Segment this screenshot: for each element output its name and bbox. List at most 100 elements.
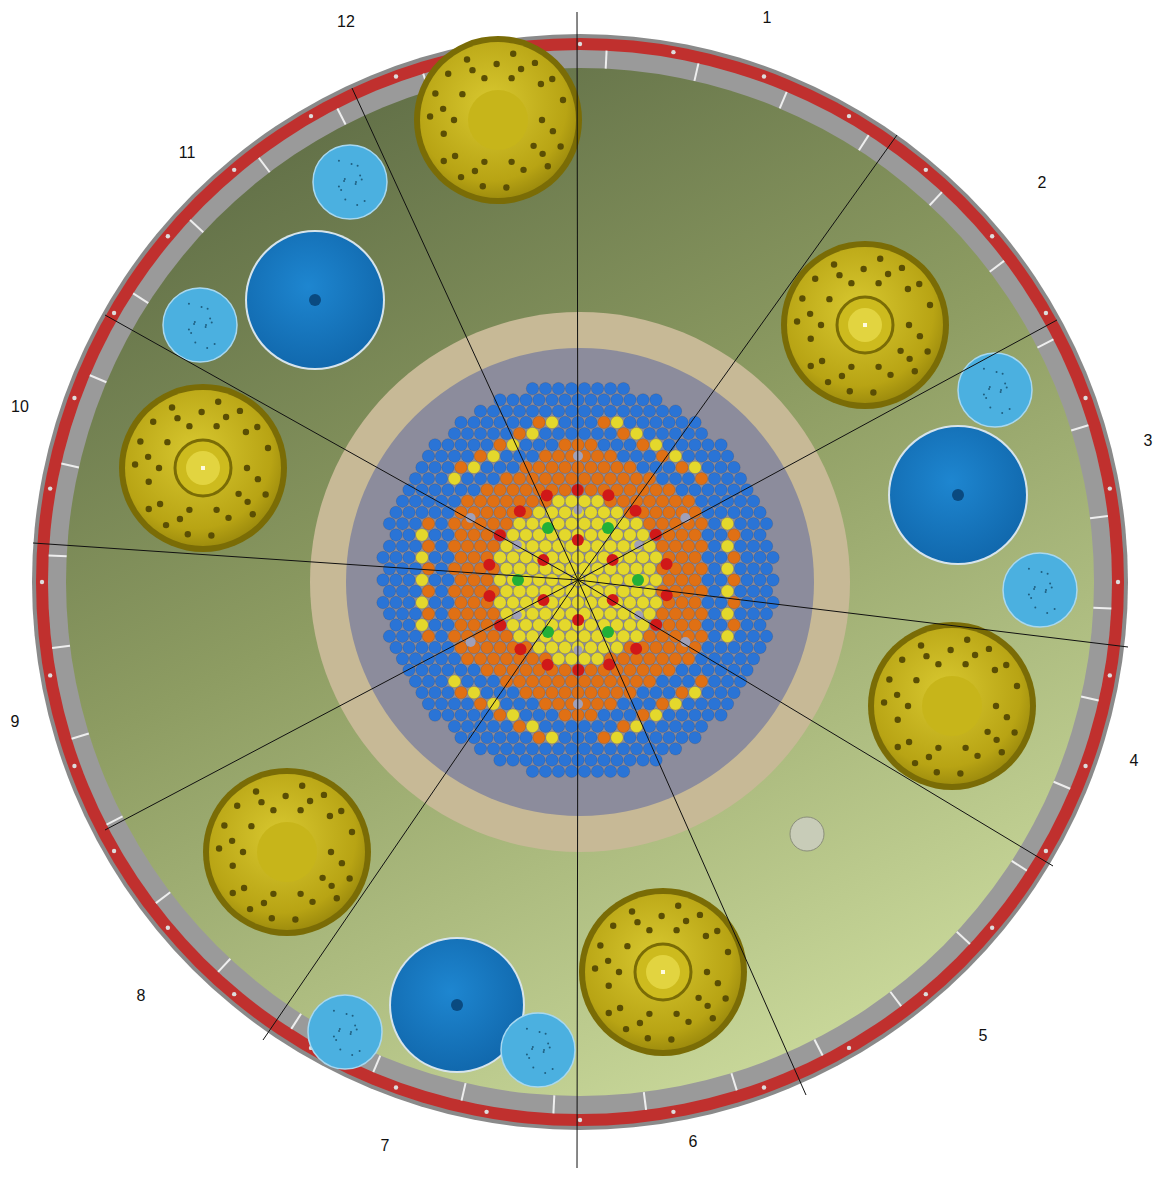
filter-hole [351,163,353,165]
tube-hole [675,903,681,909]
fuel-cell-outer [559,461,571,473]
reflector-cell [500,743,512,755]
reflector-cell [429,709,441,721]
filter-hole [1034,586,1036,588]
tube-hole [637,1020,643,1026]
reflector-cell [676,664,688,676]
reflector-cell [442,506,454,518]
reflector-cell [390,641,402,653]
tube-hole [215,399,221,405]
absorber-cell [695,675,707,687]
fuel-cell-outer [481,641,493,653]
tube-hole [673,1011,679,1017]
reflector-cell [520,416,532,428]
tube-hole [605,958,611,964]
liner-joint [1054,782,1071,789]
tube-hole [895,717,901,723]
control-rod [483,559,495,571]
fuel-cell-outer [604,675,616,687]
fuel-cell-outer [656,540,668,552]
fuel-cell-outer [617,653,629,665]
fuel-cell-outer [468,619,480,631]
fuel-cell [585,619,597,631]
sector-line [577,12,578,580]
tube-hole [839,373,845,379]
liner-joint [190,220,203,232]
reflector-cell [409,608,421,620]
reflector-cell [526,743,538,755]
reflector-cell [461,675,473,687]
reflector-cell [435,608,447,620]
fuel-cell [624,596,636,608]
reflector-cell [747,585,759,597]
fuel-cell-outer [676,574,688,586]
fuel-cell-outer [689,551,701,563]
reflector-cell [728,506,740,518]
reflector-cell [604,405,616,417]
tube-hole [339,860,345,866]
reflector-cell [455,416,467,428]
reflector-cell [682,698,694,710]
filter-hole [350,1033,352,1035]
sector-number: 12 [337,14,355,30]
filter-hole [988,388,990,390]
fuel-cell-outer [624,484,636,496]
tube-hole [334,895,340,901]
absorber-cell [487,450,499,462]
tube-hole [597,942,603,948]
filter-hole [985,397,987,399]
reflector-cell [650,416,662,428]
bolt [762,1085,766,1089]
tube-hole [247,906,253,912]
tube-hole [592,965,598,971]
fuel-cell-outer [474,540,486,552]
reflector-cell [533,394,545,406]
reflector-cell [578,427,590,439]
fuel-cell-outer [468,574,480,586]
reflector-cell [741,506,753,518]
fuel-cell-outer [448,563,460,575]
reflector-cell [741,596,753,608]
reflector-cell [409,472,421,484]
absorber-cell [507,439,519,451]
tube-hole [818,322,824,328]
fuel-cell [637,596,649,608]
tube-hole [508,75,514,81]
reflector-cell [539,382,551,394]
reflector-cell [565,765,577,777]
fuel-cell-outer [552,450,564,462]
tube-hole [848,364,854,370]
liner-joint [890,992,901,1006]
central-plug [468,90,528,150]
fuel-cell-outer [533,686,545,698]
liner-joint [930,192,942,205]
reflector-cell [604,743,616,755]
reflector-cell [754,506,766,518]
control-rod [514,643,526,655]
tube-hole [481,75,487,81]
reflector-cell [435,563,447,575]
filter-hole [364,200,366,202]
fuel-cell [591,630,603,642]
fuel-cell-outer [669,608,681,620]
fuel-cell-outer [663,574,675,586]
tube-hole [269,915,275,921]
filter-hole [1046,612,1048,614]
liner-joint [218,959,230,972]
filter-hole [1051,586,1053,588]
reflector-cell [435,518,447,530]
reflector-cell [526,765,538,777]
tube-hole [459,91,465,97]
fuel-cell-outer [611,686,623,698]
tube-hole [146,479,152,485]
tube-hole [223,414,229,420]
absorber-cell [455,686,467,698]
bolt [72,396,76,400]
filter-hole [544,1072,546,1074]
tube-hole [917,333,923,339]
reflector-cell [396,630,408,642]
tube-hole [157,501,163,507]
liner-joint [337,109,345,125]
reflector-cell [760,585,772,597]
fuel-cell-outer [559,686,571,698]
